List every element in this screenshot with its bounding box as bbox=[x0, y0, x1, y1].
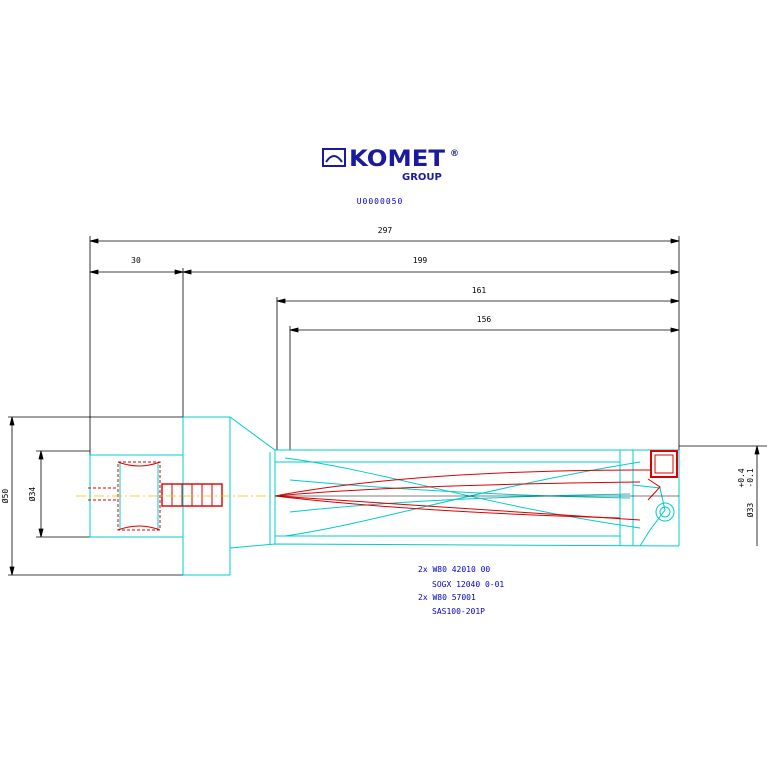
flute-curve bbox=[289, 479, 631, 499]
coolant-lines bbox=[88, 450, 678, 531]
thread-curve bbox=[117, 461, 161, 467]
dim-flange-diameter: Ø50 bbox=[0, 489, 10, 504]
arrow-up-icon bbox=[38, 450, 44, 460]
insert-pocket-outline bbox=[632, 484, 666, 547]
tool-outline bbox=[89, 416, 680, 576]
dim-bore-tolerance-upper: +0.4 bbox=[737, 468, 746, 487]
dim-shank-diameter: Ø34 bbox=[27, 487, 37, 502]
arrow-right-icon bbox=[670, 327, 680, 333]
komet-logo: KOMET ® GROUP bbox=[322, 147, 459, 183]
flute-curve bbox=[284, 457, 641, 529]
coolant-channel bbox=[274, 469, 651, 497]
arrow-left-icon bbox=[276, 298, 286, 304]
dim-body-length: 199 bbox=[413, 256, 428, 265]
arrow-up-icon bbox=[9, 416, 15, 426]
logo-registered: ® bbox=[450, 149, 459, 159]
parts-list: 2x W80 42010 00 SOGX 12040 0-01 2x W80 5… bbox=[418, 565, 504, 616]
cutting-insert-inner bbox=[654, 454, 674, 474]
coolant-channel bbox=[274, 495, 621, 519]
dim-bore-tolerance-lower: -0.1 bbox=[746, 468, 755, 487]
arrow-left-icon bbox=[89, 269, 99, 275]
arrow-right-icon bbox=[670, 238, 680, 244]
parts-list-item: 2x W80 42010 00 bbox=[418, 565, 490, 574]
arrow-right-icon bbox=[174, 269, 184, 275]
article-code: U0000050 bbox=[357, 197, 404, 206]
coolant-channel bbox=[274, 481, 641, 497]
parts-list-item: 2x W80 57001 bbox=[418, 593, 476, 602]
flute-curve bbox=[289, 493, 631, 513]
arrow-left-icon bbox=[289, 327, 299, 333]
dim-flute-length-2: 156 bbox=[477, 315, 492, 324]
arrow-right-icon bbox=[670, 269, 680, 275]
arrow-down-icon bbox=[9, 566, 15, 576]
flute-curve bbox=[284, 461, 641, 537]
dimension-lines bbox=[8, 236, 767, 576]
insert-screw bbox=[655, 502, 675, 522]
cutting-insert bbox=[650, 450, 678, 478]
dim-bore-diameter: Ø33 bbox=[745, 503, 755, 518]
dim-shank-length: 30 bbox=[131, 256, 141, 265]
arrow-down-icon bbox=[38, 528, 44, 538]
thread-curve bbox=[117, 525, 161, 531]
logo-sub: GROUP bbox=[402, 172, 442, 183]
dim-overall-length: 297 bbox=[378, 226, 393, 235]
coolant-channel bbox=[274, 495, 641, 521]
parts-list-item: SAS100-201P bbox=[432, 607, 485, 616]
flange-top-outline bbox=[183, 416, 679, 451]
parts-list-item: SOGX 12040 0-01 bbox=[432, 580, 504, 589]
komet-logo-mark-icon bbox=[322, 148, 346, 167]
logo-brand: KOMET bbox=[349, 147, 445, 172]
dim-flute-length-1: 161 bbox=[472, 286, 487, 295]
chip-pocket bbox=[647, 478, 661, 501]
insert-screw-inner bbox=[659, 506, 671, 518]
arrow-up-icon bbox=[754, 445, 760, 455]
arrow-left-icon bbox=[89, 238, 99, 244]
arrow-left-icon bbox=[182, 269, 192, 275]
arrow-right-icon bbox=[670, 298, 680, 304]
